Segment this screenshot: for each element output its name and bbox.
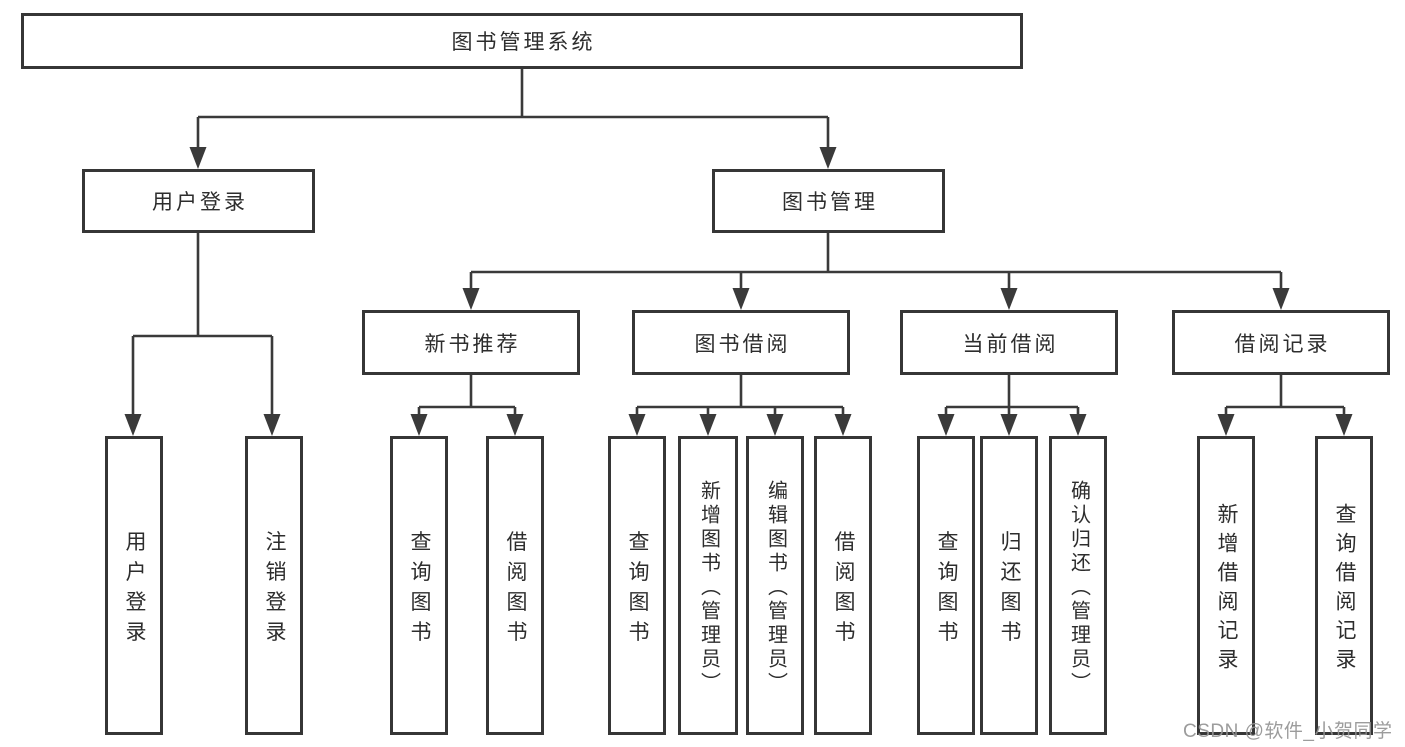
arrowhead-icon [766, 414, 784, 436]
node-borrowing-records: 借阅记录 [1172, 310, 1390, 375]
arrowhead-icon [937, 414, 955, 436]
node-label: 查询借阅记录 [1333, 502, 1357, 677]
edge-bookmgmt-to-level3 [469, 233, 1283, 292]
node-label: 图书管理 [782, 191, 878, 214]
edge-borrowing-to-leaves [635, 375, 845, 420]
arrowhead-icon [410, 414, 428, 436]
leaf-user-login: 用户登录 [105, 436, 163, 735]
node-label: 当前借阅 [962, 332, 1059, 356]
node-label: 归还图书 [998, 530, 1022, 650]
node-label: 新增借阅记录 [1215, 502, 1239, 677]
arrowhead-icon [1069, 414, 1087, 436]
node-label: 借阅图书 [832, 530, 856, 650]
node-label: 编辑图书（管理员） [764, 479, 787, 696]
leaf-query-borrow-record: 查询借阅记录 [1315, 436, 1373, 735]
node-label: 新书推荐 [424, 332, 521, 356]
leaf-confirm-return-admin: 确认归还（管理员） [1049, 436, 1107, 735]
leaf-add-borrow-record: 新增借阅记录 [1197, 436, 1255, 735]
leaf-borrow-book-recommend: 借阅图书 [486, 436, 544, 735]
arrowhead-icon [189, 147, 207, 169]
node-book-management: 图书管理 [712, 169, 945, 233]
arrowhead-icon [834, 414, 852, 436]
leaf-add-book-admin: 新增图书（管理员） [678, 436, 738, 735]
arrowhead-icon [628, 414, 646, 436]
leaf-query-book-current: 查询图书 [917, 436, 975, 735]
node-label: 查询图书 [626, 530, 650, 650]
arrowhead-icon [1335, 414, 1353, 436]
node-user-login: 用户登录 [82, 169, 315, 233]
arrowhead-icon [1000, 288, 1018, 310]
arrowhead-icon [462, 288, 480, 310]
arrowhead-icon [1217, 414, 1235, 436]
arrowheads [124, 147, 1353, 436]
node-label: 确认归还（管理员） [1067, 479, 1090, 696]
edge-current-to-leaves [944, 375, 1080, 420]
leaf-borrow-book-borrowing: 借阅图书 [814, 436, 872, 735]
node-label: 借阅记录 [1234, 332, 1331, 356]
arrowhead-icon [124, 414, 142, 436]
node-label: 用户登录 [152, 191, 248, 214]
arrowhead-icon [263, 414, 281, 436]
edge-recommend-to-leaves [417, 375, 517, 420]
node-label: 用户登录 [123, 530, 147, 650]
arrowhead-icon [506, 414, 524, 436]
node-label: 查询图书 [408, 530, 432, 650]
arrowhead-icon [1000, 414, 1018, 436]
leaf-query-book-recommend: 查询图书 [390, 436, 448, 735]
node-label: 查询图书 [935, 530, 959, 650]
node-label: 图书借阅 [694, 332, 791, 356]
node-label: 图书管理系统 [451, 31, 596, 54]
arrowhead-icon [819, 147, 837, 169]
leaf-edit-book-admin: 编辑图书（管理员） [746, 436, 804, 735]
leaf-return-book: 归还图书 [980, 436, 1038, 735]
arrowhead-icon [699, 414, 717, 436]
node-book-borrowing: 图书借阅 [632, 310, 850, 375]
node-label: 借阅图书 [504, 530, 528, 650]
node-label: 注销登录 [263, 530, 287, 650]
watermark: CSDN @软件_小贺同学 [1183, 721, 1393, 742]
node-current-borrowing: 当前借阅 [900, 310, 1118, 375]
edge-root-to-level2 [196, 69, 830, 152]
node-library-management-system: 图书管理系统 [21, 13, 1023, 69]
node-label: 新增图书（管理员） [697, 479, 720, 696]
arrowhead-icon [732, 288, 750, 310]
leaf-logout-login: 注销登录 [245, 436, 303, 735]
arrowhead-icon [1272, 288, 1290, 310]
edge-userlogin-to-leaves [131, 233, 274, 420]
node-new-book-recommend: 新书推荐 [362, 310, 580, 375]
leaf-query-book-borrowing: 查询图书 [608, 436, 666, 735]
edge-records-to-leaves [1224, 375, 1346, 420]
